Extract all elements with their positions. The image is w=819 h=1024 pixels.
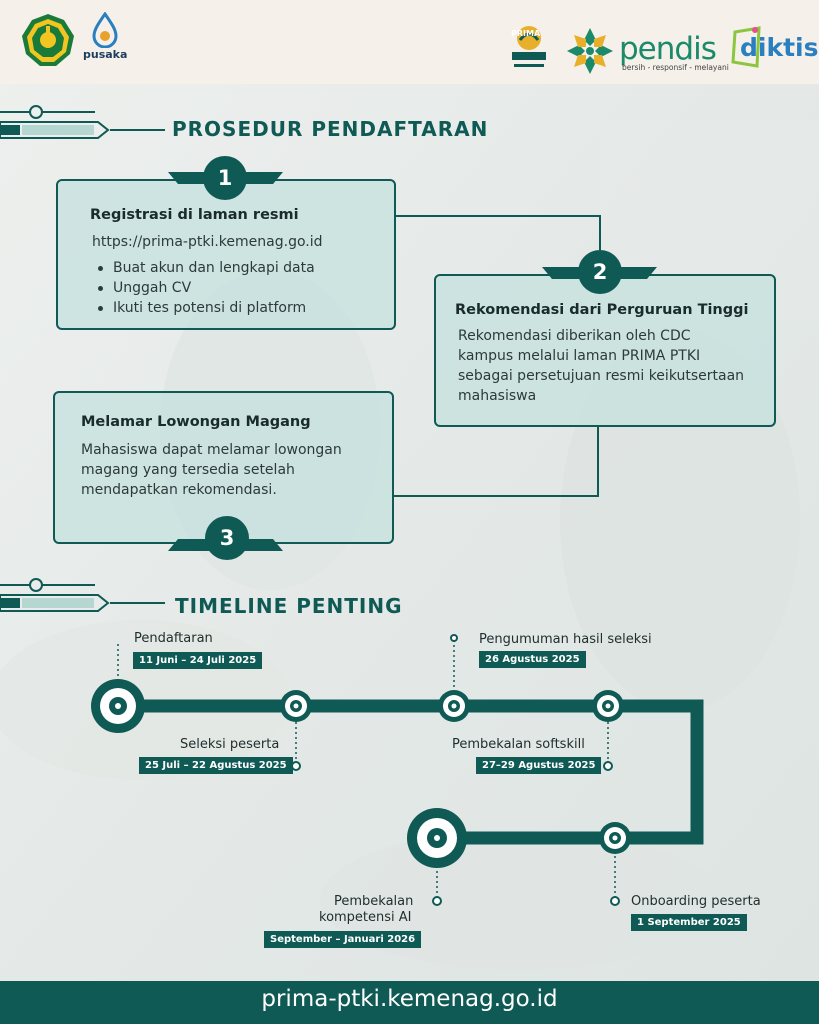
timeline-label-seleksi: Seleksi peserta [180,737,280,752]
section-decoration-icon [0,578,165,612]
diktis-logo-text: diktis [740,33,819,62]
timeline-date-softskill: 27–29 Agustus 2025 [476,757,602,774]
pendis-logo-text: pendis [619,31,717,67]
step-3-description: Mahasiswa dapat melamar lowongan magang … [81,442,342,498]
step-2-title: Rekomendasi dari Perguruan Tinggi [455,302,749,318]
prima-logo-text: PRIMA [511,29,541,38]
step-2-badge: 2 [578,250,622,294]
kemenag-logo-icon [22,14,74,66]
step-1-url: https://prima-ptki.kemenag.go.id [92,234,323,250]
section-decoration-icon [0,105,165,139]
pusaka-logo-icon [92,12,118,48]
pendis-logo-icon [567,28,613,74]
header-bar [0,0,819,84]
list-item: Ikuti tes potensi di platform [93,298,315,318]
timeline-title: TIMELINE PENTING [175,594,403,618]
timeline-label-pengumuman: Pengumuman hasil seleksi [479,632,652,647]
pusaka-logo-text: pusaka [83,48,128,61]
step-1-bullet-list: Buat akun dan lengkapi data Unggah CV Ik… [93,258,315,318]
step-3-title: Melamar Lowongan Magang [81,414,311,430]
list-item: Unggah CV [93,278,315,298]
step-1-card [56,179,396,330]
step-1-badge: 1 [203,156,247,200]
pendis-tagline: bersih - responsif - melayani [622,63,729,72]
timeline-date-seleksi: 25 Juli – 22 Agustus 2025 [139,757,293,774]
timeline-date-pengumuman: 26 Agustus 2025 [479,651,586,668]
procedure-title: PROSEDUR PENDAFTARAN [172,117,489,141]
footer-url-link[interactable]: prima-ptki.kemenag.go.id [261,986,558,1012]
step-3-badge: 3 [205,516,249,560]
timeline-date-kompetensi: September – Januari 2026 [264,931,422,948]
step-1-title: Registrasi di laman resmi [90,207,299,223]
list-item: Buat akun dan lengkapi data [93,258,315,278]
timeline-date-pendaftaran: 11 Juni – 24 Juli 2025 [133,652,263,669]
step-2-card [434,274,776,427]
diktis-logo-icon [731,26,761,68]
timeline-label-onboarding: Onboarding peserta [631,894,761,909]
timeline-label-softskill: Pembekalan softskill [452,737,585,752]
step-2-description: Rekomendasi diberikan oleh CDC kampus me… [458,328,745,404]
timeline-label-pendaftaran: Pendaftaran [134,631,213,646]
prima-logo-icon [512,26,546,67]
timeline-label-kompetensi-2: kompetensi AI [319,910,412,925]
timeline-date-onboarding: 1 September 2025 [631,914,747,931]
timeline-label-kompetensi-1: Pembekalan [334,894,414,909]
footer-bar [0,981,819,1024]
